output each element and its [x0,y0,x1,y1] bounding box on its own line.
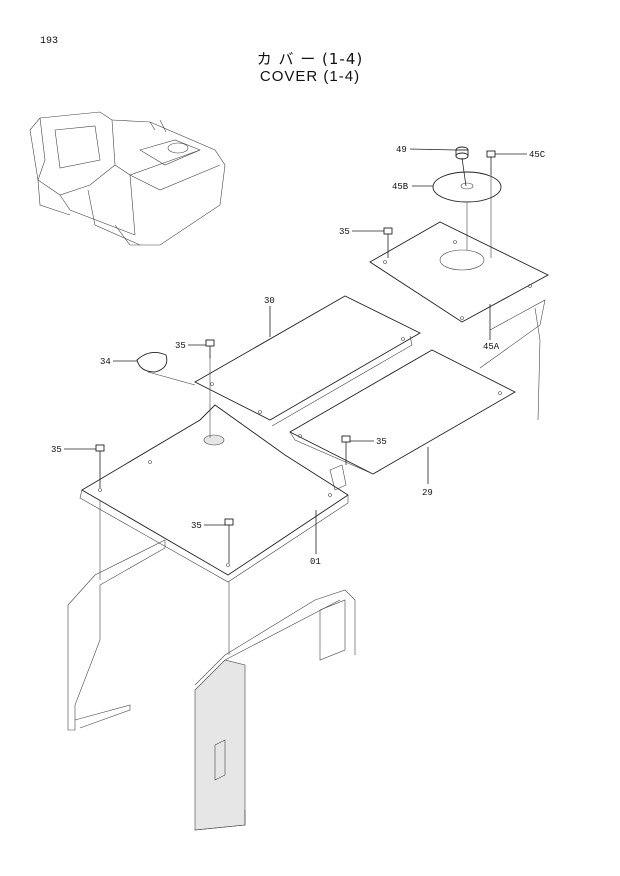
part-35-bolt-left [95,444,105,488]
callout-45A: 45A [483,342,500,352]
callout-35-bottom: 35 [191,521,202,531]
part-34-pad [136,351,196,386]
callout-35-left: 35 [51,445,62,455]
callout-30: 30 [264,296,275,306]
part-35-bolt-mid [205,339,215,358]
part-01-floor-plate [79,355,349,583]
callout-34: 34 [100,357,111,367]
part-35-bolt-right [341,435,351,465]
page-number: 193 [40,36,59,47]
callout-35-mid: 35 [175,341,186,351]
part-30-cover [194,295,421,427]
callout-45B: 45B [392,182,409,192]
part-45B-round-plate [432,157,502,203]
callout-35-top: 35 [339,227,350,237]
leader-lines [64,148,527,554]
frame-lower [67,500,356,831]
callout-35-right: 35 [376,437,387,447]
part-45A-plate [369,175,549,421]
part-49-cap [455,146,469,160]
title-japanese: カ バ ー (1-4) [256,50,364,68]
part-45C-bolt [486,150,496,175]
callout-01: 01 [310,557,321,567]
callout-45C: 45C [529,150,546,160]
title-english: COVER (1-4) [259,68,361,85]
part-35-bolt-bottom [224,518,234,563]
callout-29: 29 [422,488,433,498]
callout-49: 49 [396,145,407,155]
excavator-thumbnail [29,111,226,246]
